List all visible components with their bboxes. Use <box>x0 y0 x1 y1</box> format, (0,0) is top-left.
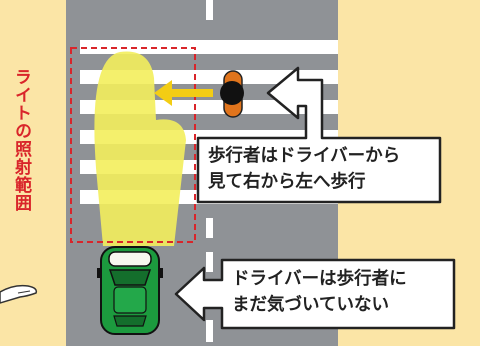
pedestrian-note-line1: 歩行者はドライバーから <box>208 146 401 166</box>
pedestrian-icon <box>220 70 244 118</box>
pedestrian-callout-text: 歩行者はドライバーから 見て右から左へ歩行 <box>208 143 400 195</box>
driver-callout-text: ドライバーは歩行者に まだ気づいていない <box>232 266 407 318</box>
driver-note-line1: ドライバーは歩行者に <box>232 269 407 289</box>
light-range-label: ライトの照射範囲 <box>11 68 31 212</box>
pedestrian-note-line2: 見て右から左へ歩行 <box>208 172 366 192</box>
callout-arrow-icon <box>174 258 456 330</box>
direction-arrow-icon <box>154 80 213 106</box>
callout-arrow-icon <box>196 66 442 204</box>
headlight-beam <box>94 51 186 246</box>
driver-note-line2: まだ気づいていない <box>232 295 389 315</box>
light-range-box <box>70 47 196 243</box>
hand-icon <box>0 284 38 304</box>
car-icon <box>97 246 163 335</box>
